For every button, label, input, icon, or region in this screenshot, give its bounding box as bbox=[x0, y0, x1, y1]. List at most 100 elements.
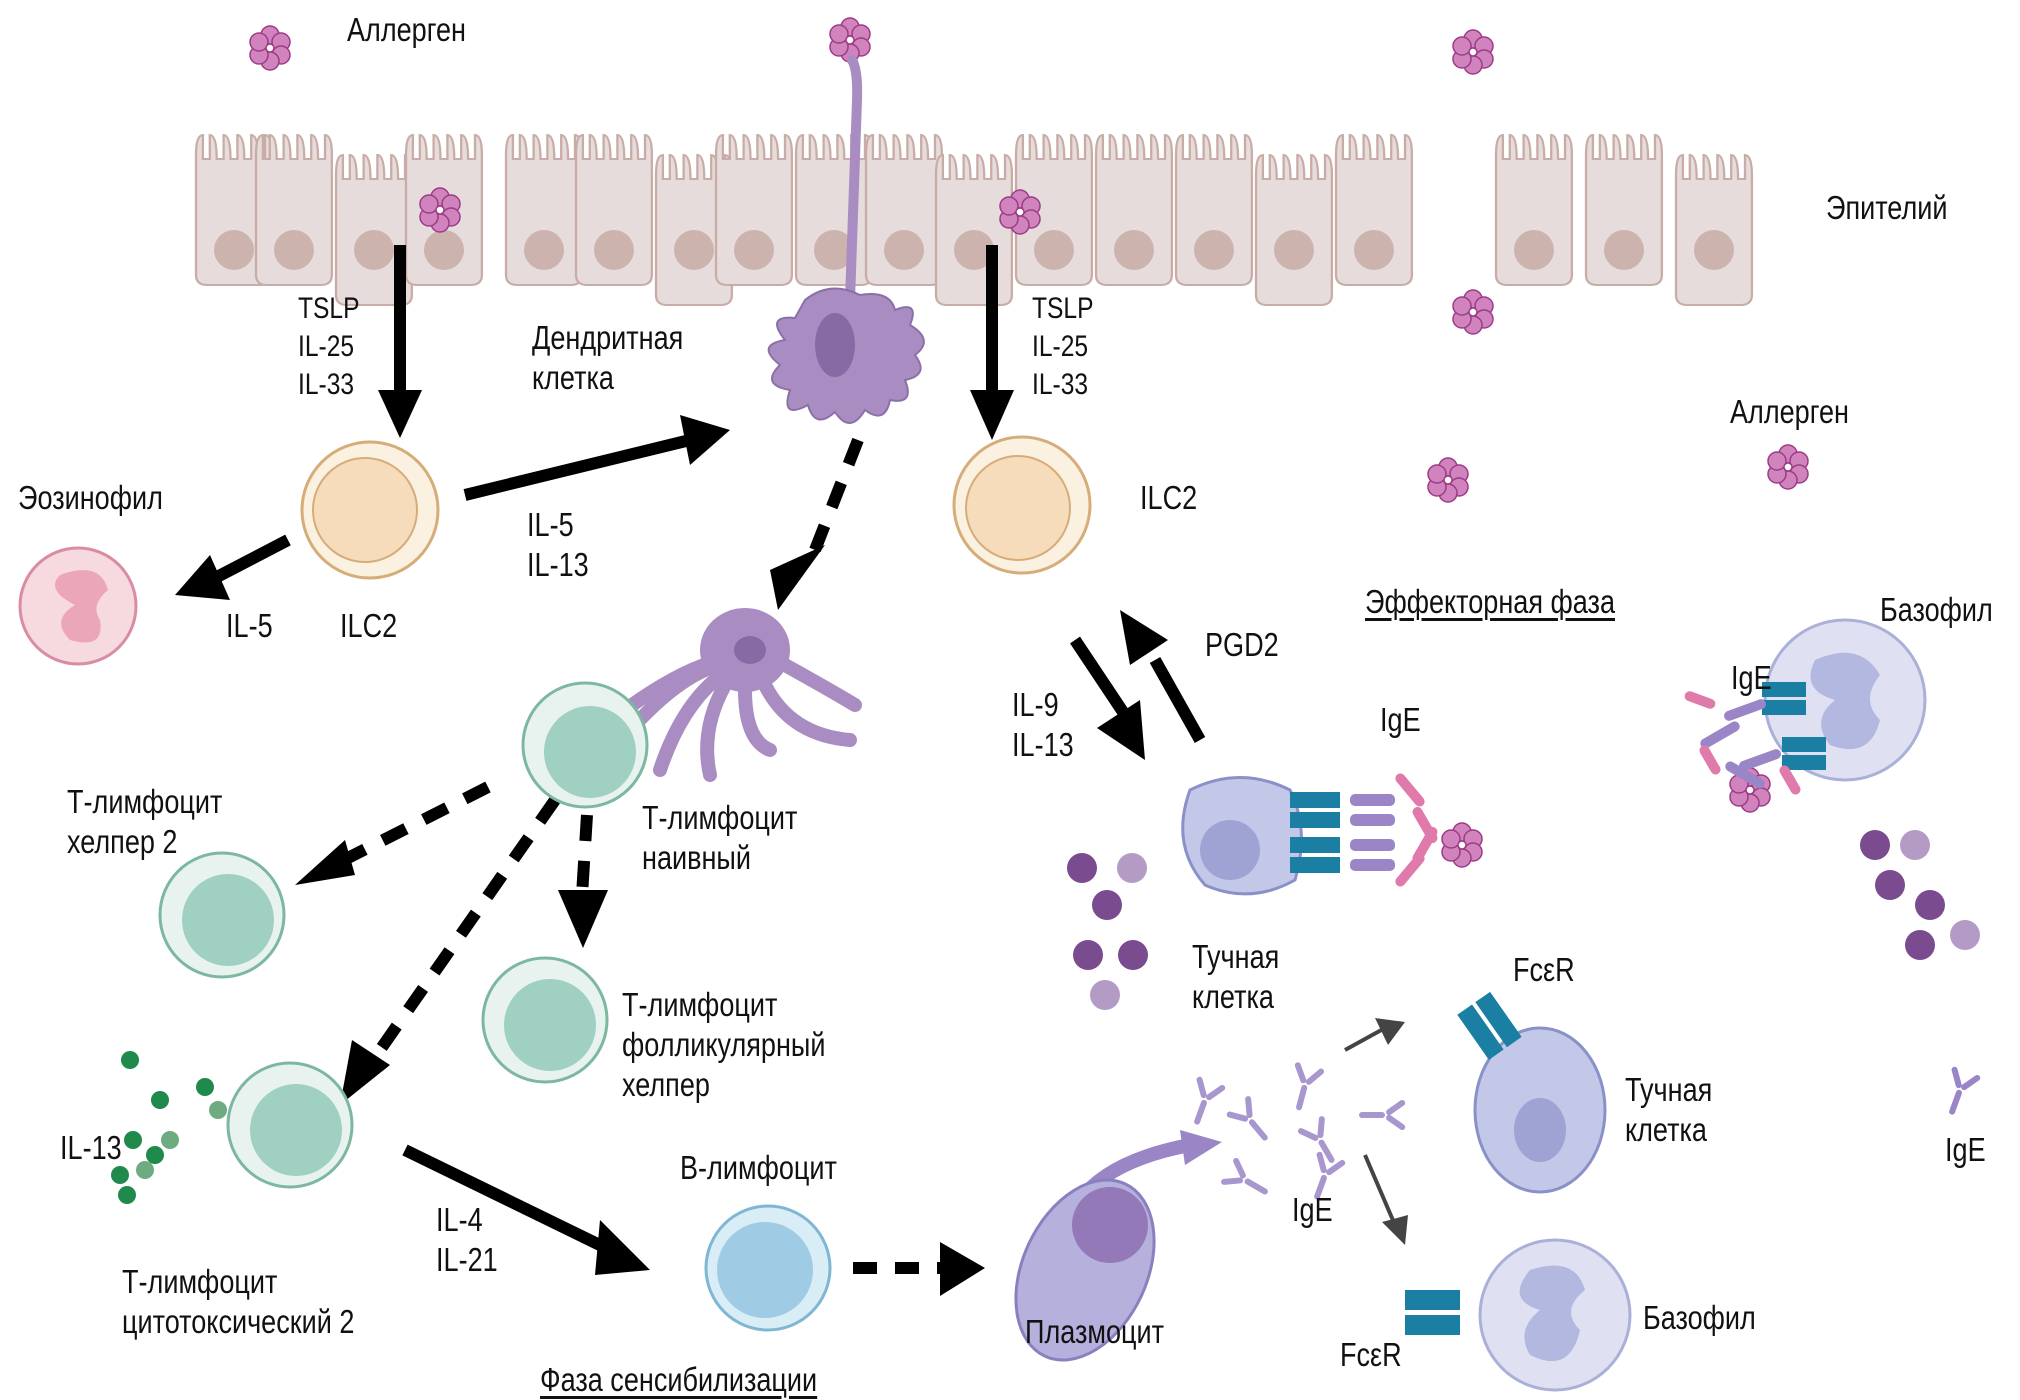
cytokine-il33: IL-33 bbox=[298, 368, 355, 401]
label-line: Т-лимфоцит bbox=[622, 986, 778, 1023]
dendritic-cell bbox=[767, 55, 925, 424]
ige-antibody bbox=[1218, 1155, 1276, 1208]
il13-granule bbox=[124, 1131, 142, 1149]
mast-cell-sensitized bbox=[1457, 991, 1607, 1194]
arrow-naive-to-th2-dashed bbox=[295, 781, 491, 885]
arrow-ilc2-to-mast bbox=[1070, 636, 1145, 760]
epithelial-cell bbox=[404, 133, 484, 287]
fcer-receptor bbox=[1290, 857, 1340, 873]
epithelial-nucleus bbox=[214, 230, 254, 270]
label-fcer-bottom: FcεR bbox=[1340, 1336, 1402, 1373]
t-cell-follicular-helper bbox=[481, 956, 609, 1084]
arrow-ige-to-mast bbox=[1344, 1018, 1405, 1052]
arrow-dendritic-to-naive-dashed bbox=[770, 437, 864, 610]
il13-granules bbox=[111, 1051, 227, 1204]
label-line: IL-4 bbox=[436, 1201, 483, 1238]
epithelial-nucleus bbox=[1694, 230, 1734, 270]
mediator-granule bbox=[1860, 830, 1890, 860]
arrow-tc2-to-bcell bbox=[402, 1144, 650, 1275]
epithelial-nucleus bbox=[424, 230, 464, 270]
cytokine-tslp: TSLP bbox=[1032, 292, 1094, 325]
allergen-icon bbox=[1452, 29, 1494, 75]
il13-granule bbox=[136, 1161, 154, 1179]
epithelial-cell bbox=[194, 133, 274, 287]
t-cell-helper-2 bbox=[158, 851, 286, 979]
arrow-ilc2-to-dendritic bbox=[463, 415, 730, 501]
label-fcer-top: FcεR bbox=[1513, 951, 1575, 988]
epithelial-nucleus bbox=[274, 230, 314, 270]
label-mast-cell: Тучная клетка bbox=[1192, 937, 1279, 1017]
epithelial-nucleus bbox=[1274, 230, 1314, 270]
label-cytokines-right: TSLP IL-25 IL-33 bbox=[1032, 290, 1094, 404]
epithelial-cell bbox=[1584, 133, 1664, 287]
epithelial-cell bbox=[1254, 153, 1334, 307]
arrow-naive-to-tc2-dashed bbox=[340, 796, 560, 1105]
dendritic-cell-nucleus bbox=[815, 313, 855, 377]
allergen-icon bbox=[1452, 289, 1494, 335]
label-line: клетка bbox=[1192, 978, 1274, 1015]
il13-granule bbox=[111, 1166, 129, 1184]
label-epithelium: Эпителий bbox=[1826, 189, 1948, 226]
ige-chain bbox=[1724, 699, 1766, 721]
eosinophil bbox=[18, 546, 138, 666]
epithelial-nucleus bbox=[1514, 230, 1554, 270]
fcer-receptor bbox=[1290, 812, 1340, 828]
plasma-cell bbox=[1014, 1178, 1156, 1362]
epithelial-nucleus bbox=[354, 230, 394, 270]
ige-chain bbox=[1739, 749, 1781, 771]
ige-chain bbox=[1725, 761, 1765, 789]
label-t-naive: Т-лимфоцит наивный bbox=[642, 798, 797, 878]
basophil-receptor-complex bbox=[1684, 682, 1826, 795]
ige-chain bbox=[1350, 839, 1395, 851]
epithelial-nucleus bbox=[674, 230, 714, 270]
label-line: Т-лимфоцит bbox=[642, 799, 798, 836]
fcer-receptor bbox=[1762, 682, 1806, 697]
label-basophil-top: Базофил bbox=[1880, 591, 1993, 628]
ige-antibody bbox=[1180, 1074, 1228, 1130]
epithelial-cell bbox=[1494, 133, 1574, 287]
label-line: клетка bbox=[532, 359, 614, 396]
cytokine-il25: IL-25 bbox=[1032, 330, 1089, 363]
label-line: Дендритная bbox=[532, 319, 684, 356]
label-line: Т-лимфоцит bbox=[67, 783, 223, 820]
label-line: IL-21 bbox=[436, 1241, 498, 1278]
cytokine-tslp: TSLP bbox=[298, 292, 360, 325]
ige-arm bbox=[1412, 827, 1438, 863]
label-ilc2-right: ILC2 bbox=[1140, 479, 1198, 516]
label-il9-il13: IL-9 IL-13 bbox=[1012, 685, 1074, 765]
epithelial-nucleus bbox=[1034, 230, 1074, 270]
arrow-naive-to-tfh-dashed bbox=[558, 814, 608, 948]
label-allergen-right: Аллерген bbox=[1730, 393, 1850, 430]
epithelial-nucleus bbox=[524, 230, 564, 270]
b-cell bbox=[704, 1204, 832, 1332]
label-eosinophil: Эозинофил bbox=[18, 479, 163, 516]
epithelial-cell bbox=[504, 133, 584, 287]
allergen-icon bbox=[829, 17, 871, 63]
label-line: IL-9 bbox=[1012, 686, 1059, 723]
label-line: Т-лимфоцит bbox=[122, 1263, 278, 1300]
mediator-granule bbox=[1875, 870, 1905, 900]
label-ige-lone: IgE bbox=[1945, 1131, 1986, 1168]
arrow-plasma-secretion-head bbox=[1180, 1130, 1222, 1165]
epithelial-cell bbox=[574, 133, 654, 287]
epithelial-cell bbox=[934, 153, 1014, 307]
epithelial-cell bbox=[254, 133, 334, 287]
label-cytokines-left: TSLP IL-25 IL-33 bbox=[298, 290, 360, 404]
epithelial-cell bbox=[334, 153, 414, 307]
free-ige-antibodies bbox=[1180, 1060, 1407, 1208]
epithelial-nucleus bbox=[1194, 230, 1234, 270]
epithelial-cell bbox=[1334, 133, 1414, 287]
epithelial-nucleus bbox=[1114, 230, 1154, 270]
mediator-granule bbox=[1900, 830, 1930, 860]
epithelial-cell bbox=[1014, 133, 1094, 287]
il13-granule bbox=[121, 1051, 139, 1069]
label-line: IL-5 bbox=[527, 506, 574, 543]
epithelium-layer bbox=[194, 133, 1754, 307]
label-sensitization-phase: Фаза сенсибилизации bbox=[540, 1361, 818, 1398]
label-plasma-cell: Плазмоцит bbox=[1025, 1313, 1165, 1350]
epithelial-cell bbox=[654, 153, 734, 307]
il13-granule bbox=[151, 1091, 169, 1109]
arrow-epithelium-to-ilc2-left bbox=[378, 245, 422, 438]
label-il5-eosinophil: IL-5 bbox=[226, 607, 273, 644]
